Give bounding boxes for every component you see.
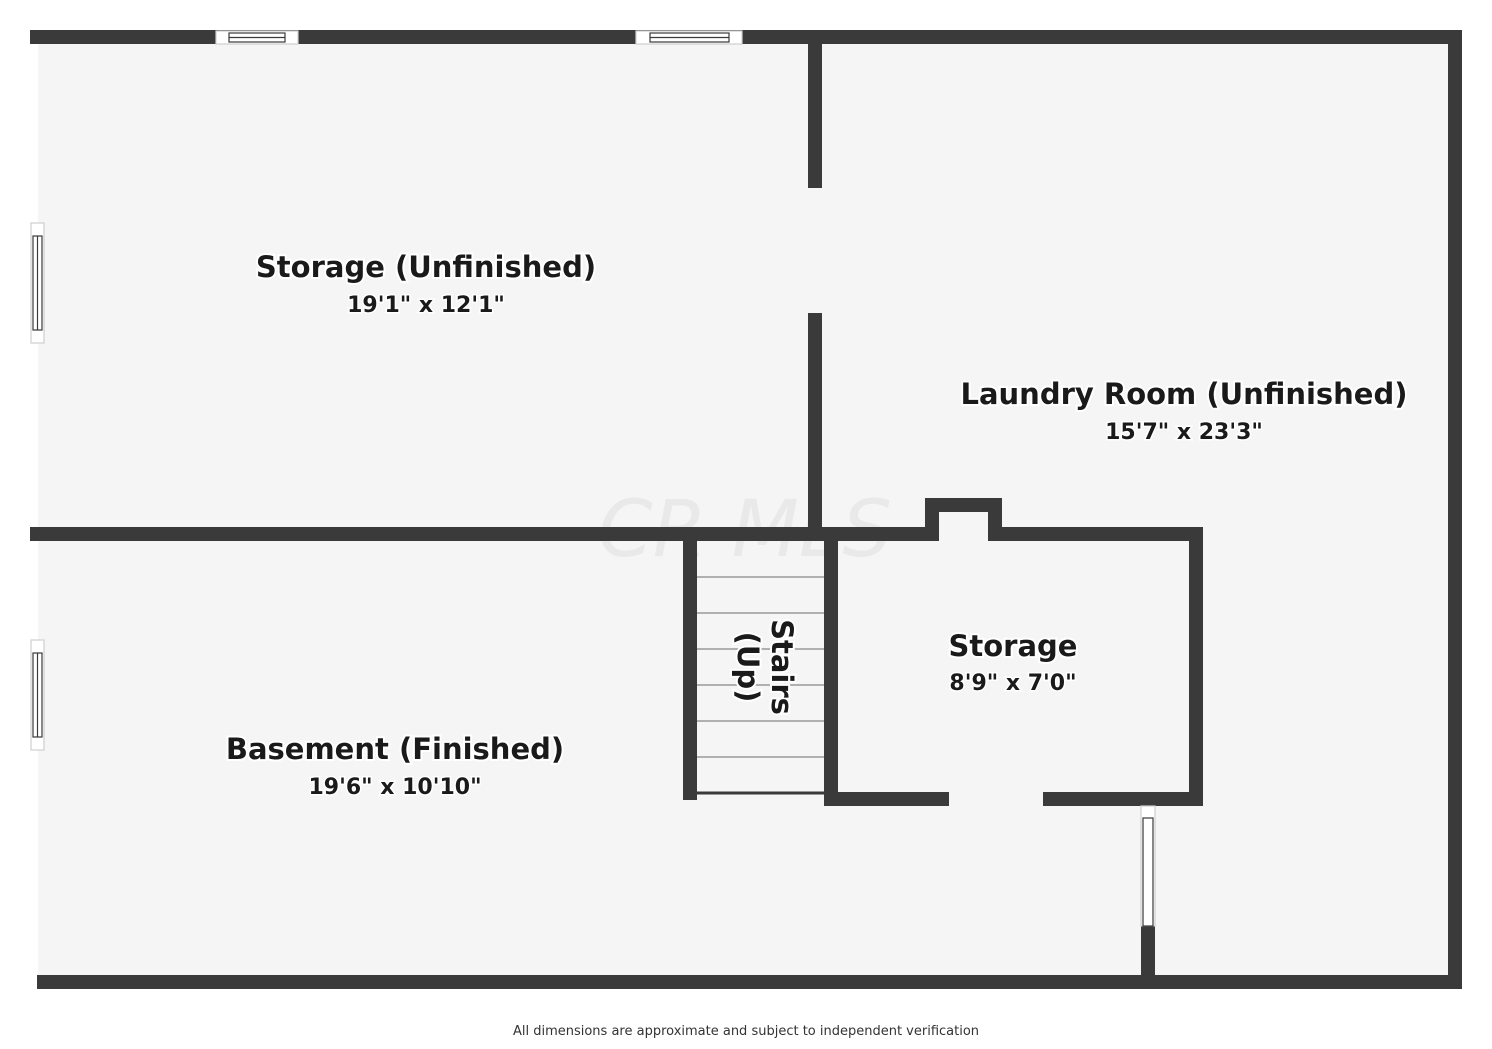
stairs-label: Stairs (Up)	[729, 617, 801, 717]
room-storage: Storage 8'9" x 7'0"	[947, 627, 1080, 698]
room-dimensions: 8'9" x 7'0"	[949, 671, 1076, 696]
walls	[30, 30, 1462, 989]
room-laundry: Laundry Room (Unfinished) 15'7" x 23'3"	[958, 375, 1409, 447]
room-basement: Basement (Finished) 19'6" x 10'10"	[224, 730, 566, 802]
room-dimensions: 19'6" x 10'10"	[308, 775, 481, 800]
window-left-lower	[30, 639, 45, 751]
windows	[30, 30, 1156, 927]
room-storage-unfinished: Storage (Unfinished) 19'1" x 12'1"	[254, 248, 598, 320]
room-name: Storage (Unfinished)	[256, 250, 596, 284]
floor-area	[38, 38, 1454, 982]
room-name: Storage	[949, 629, 1078, 663]
disclaimer-footnote: All dimensions are approximate and subje…	[512, 1024, 980, 1039]
window-left-upper	[30, 222, 45, 344]
room-dimensions: 19'1" x 12'1"	[347, 293, 505, 318]
stairs-label-line1: Stairs	[765, 619, 799, 715]
room-dimensions: 15'7" x 23'3"	[1105, 420, 1263, 445]
room-name: Basement (Finished)	[226, 732, 564, 766]
chimney-bump	[925, 498, 1203, 541]
stairs-label-line2: (Up)	[731, 632, 765, 703]
exterior-wall	[30, 30, 1462, 989]
window-partition	[1140, 805, 1156, 927]
stair-treads	[697, 576, 824, 758]
window-top-right	[635, 30, 743, 45]
window-top-left	[215, 30, 299, 45]
room-name: Laundry Room (Unfinished)	[960, 377, 1407, 411]
